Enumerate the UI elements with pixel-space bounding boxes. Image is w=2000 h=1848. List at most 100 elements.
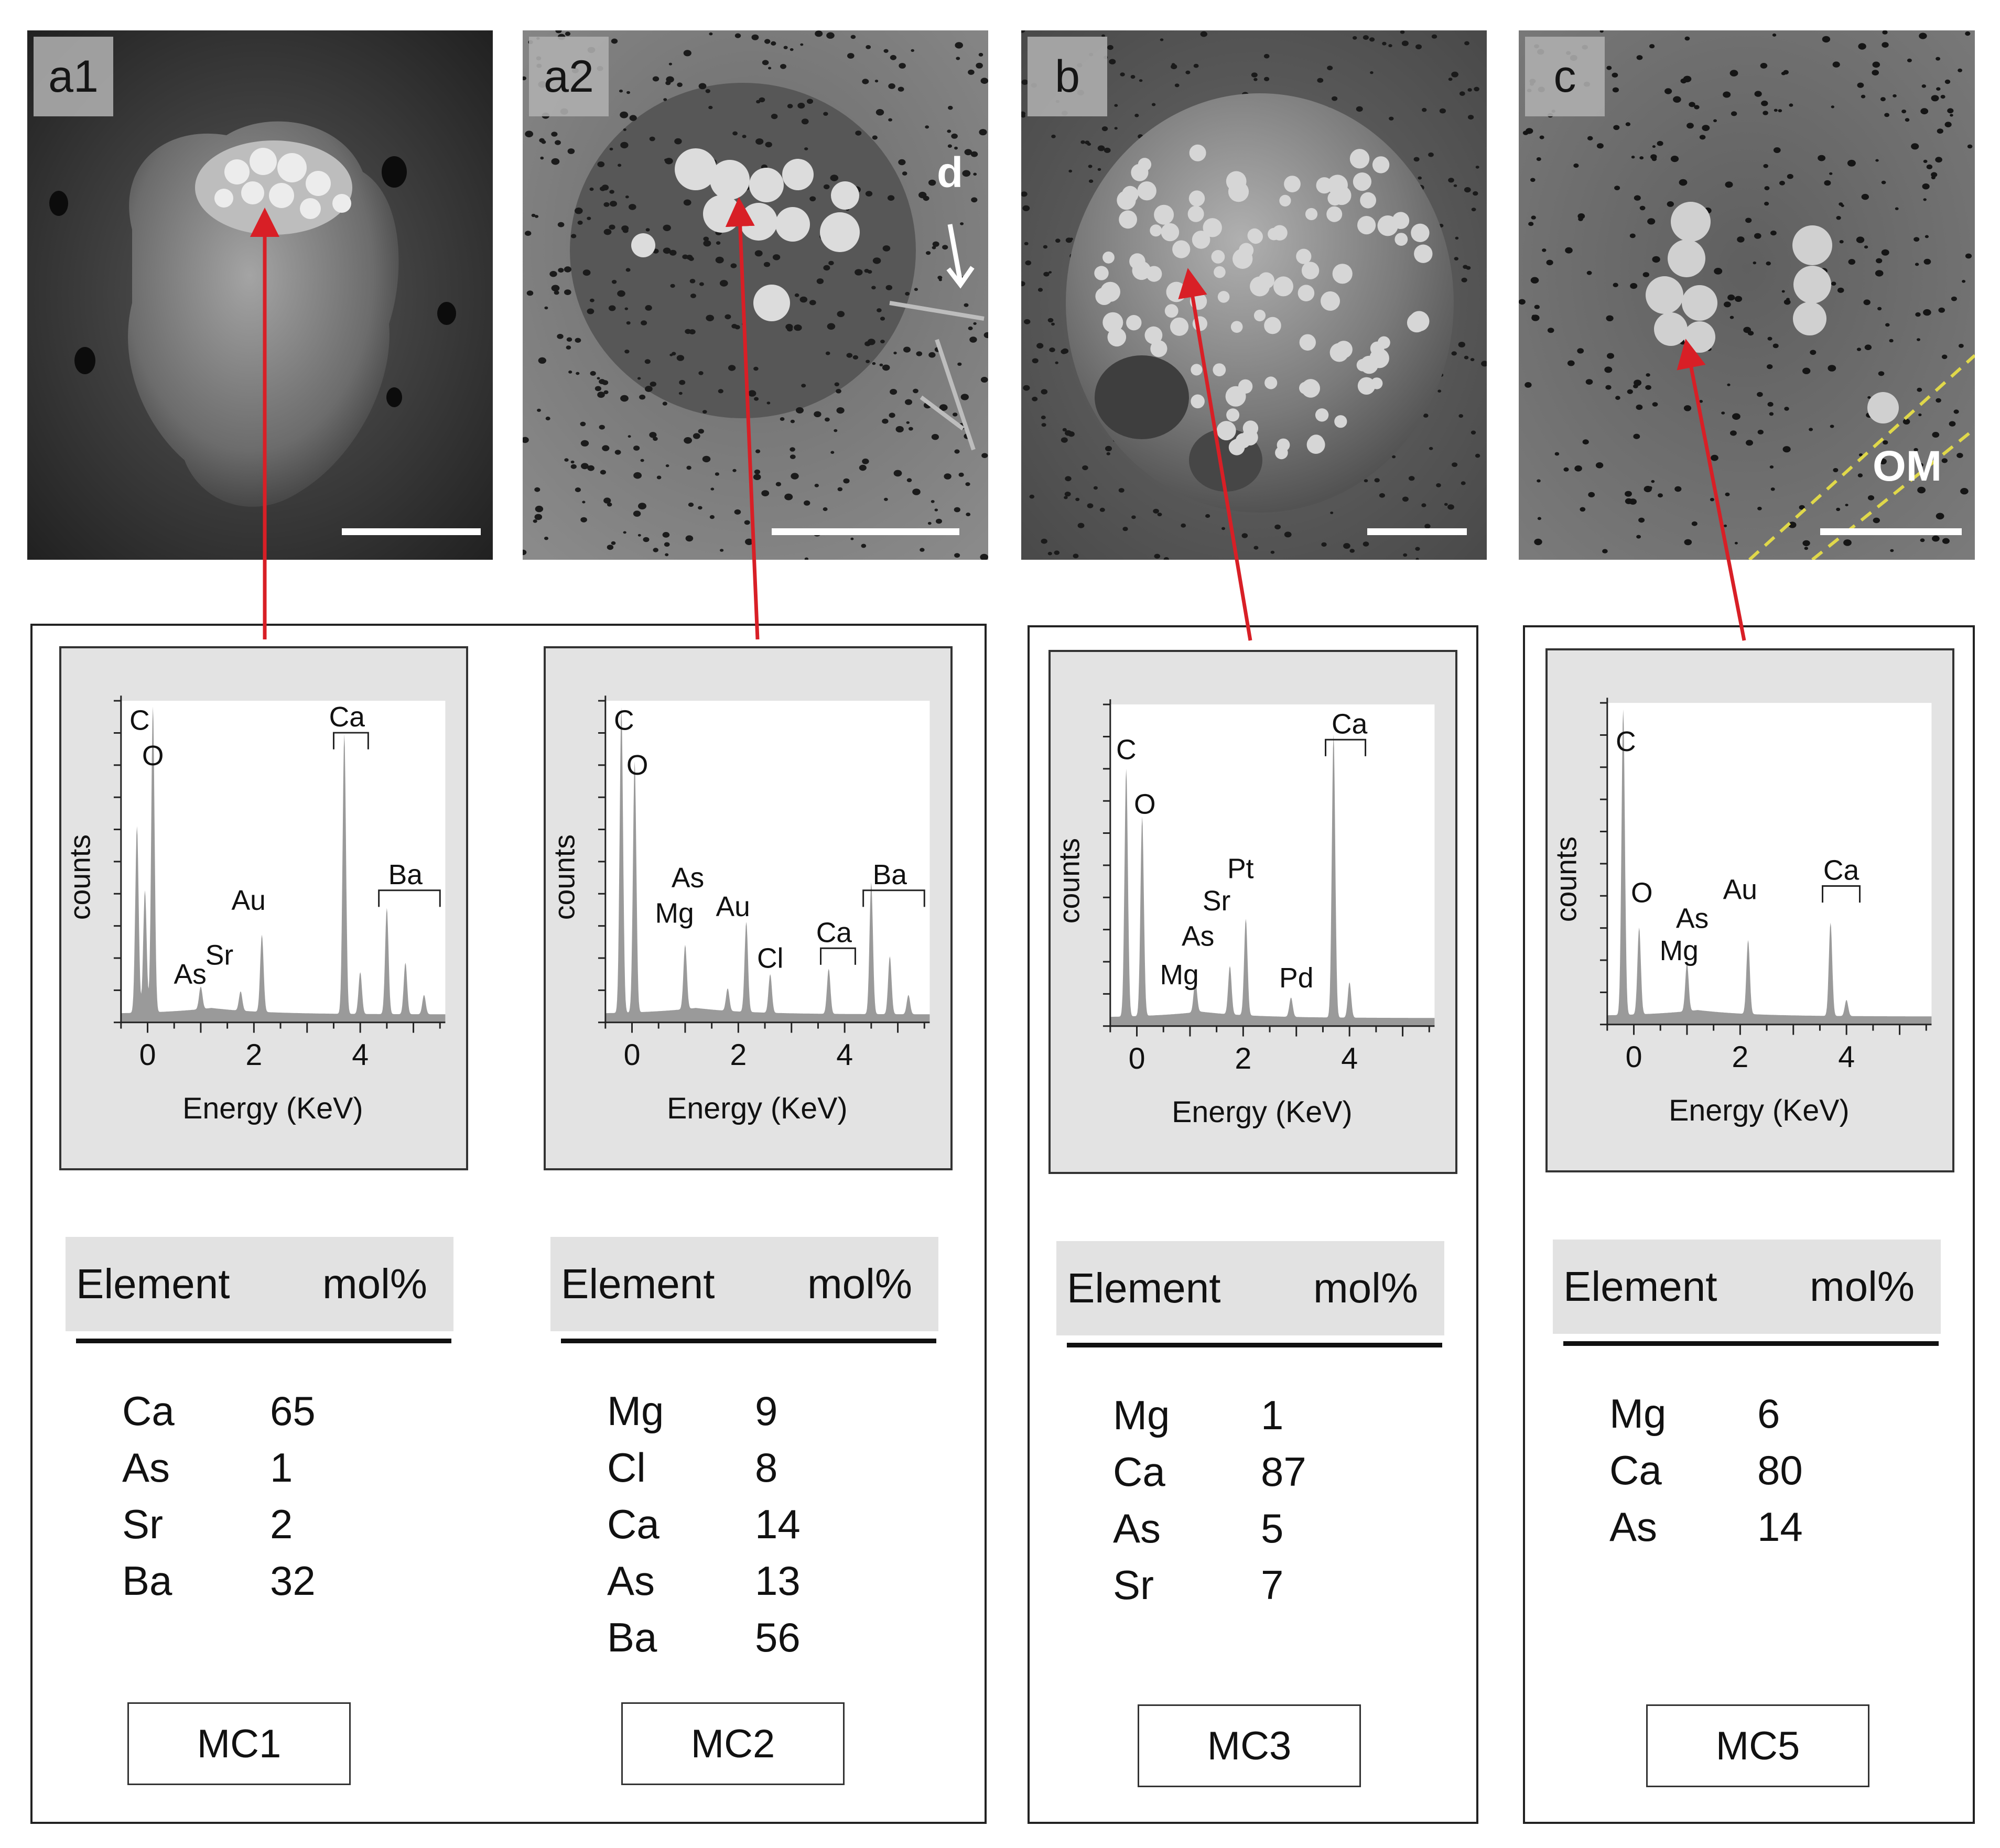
x-tick-label: 0 <box>1129 1042 1145 1075</box>
header-mol-percent: mol% <box>1313 1265 1419 1311</box>
x-tick-label: 2 <box>730 1038 747 1072</box>
header-rule <box>1563 1341 1939 1346</box>
element-cell: Ca <box>1113 1448 1165 1495</box>
peak-label: Sr <box>206 940 233 971</box>
spectrum-area <box>605 707 930 1023</box>
table-row: Ca 65 <box>66 1383 453 1439</box>
spectrum-area <box>121 706 446 1023</box>
y-axis-label: counts <box>1550 836 1582 922</box>
header-element: Element <box>1067 1265 1221 1311</box>
table-row: Cl 8 <box>550 1439 938 1496</box>
x-tick-label: 2 <box>1732 1040 1748 1074</box>
peak-bracket <box>332 732 369 749</box>
x-axis-label: Energy (KeV) <box>182 1092 363 1125</box>
table-row: As 13 <box>550 1552 938 1609</box>
x-tick-label: 4 <box>836 1038 853 1072</box>
header-element: Element <box>76 1260 230 1307</box>
peak-label: C <box>1616 726 1636 757</box>
group-box-b <box>1028 625 1478 1824</box>
element-cell: Ca <box>607 1501 660 1547</box>
element-cell: Mg <box>1609 1390 1667 1437</box>
scale-bar-b <box>1367 528 1467 535</box>
mol-cell: 14 <box>755 1501 801 1547</box>
table-header: Element mol% <box>550 1237 938 1331</box>
x-tick-label: 4 <box>1341 1042 1358 1075</box>
x-axis-label: Energy (KeV) <box>667 1092 847 1125</box>
peak-bracket <box>820 947 856 965</box>
table-header: Element mol% <box>1553 1240 1941 1334</box>
table-row: Ca 14 <box>550 1496 938 1552</box>
peak-label: Mg <box>1660 936 1699 966</box>
peak-label: Ba <box>873 860 907 890</box>
header-element: Element <box>561 1260 715 1307</box>
peak-label: C <box>1116 734 1137 765</box>
element-cell: Ca <box>122 1387 175 1434</box>
peak-label: Au <box>232 885 266 916</box>
x-tick-label: 2 <box>1235 1042 1251 1075</box>
sem-image-b: b <box>1021 30 1487 560</box>
table-header: Element mol% <box>1056 1241 1444 1335</box>
panel-tag-a1: a1 <box>34 37 113 116</box>
table-header: Element mol% <box>66 1237 453 1331</box>
peak-label: C <box>129 705 150 736</box>
mol-cell: 87 <box>1261 1448 1306 1495</box>
table-row: Mg 6 <box>1553 1385 1941 1442</box>
peak-label: As <box>1676 904 1709 934</box>
element-cell: Sr <box>122 1501 163 1547</box>
scale-bar-c <box>1820 528 1962 535</box>
mol-cell: 2 <box>270 1501 293 1547</box>
y-axis-label: counts <box>1053 838 1085 923</box>
peak-label: O <box>1631 878 1653 909</box>
sem-image-c: c OM <box>1519 30 1975 560</box>
table-row: Sr 2 <box>66 1496 453 1552</box>
table-row: Mg 9 <box>550 1383 938 1439</box>
element-cell: As <box>122 1444 170 1491</box>
y-axis-label: counts <box>63 834 96 920</box>
header-element: Element <box>1563 1263 1717 1310</box>
peak-label: Pd <box>1279 963 1313 994</box>
element-cell: Mg <box>607 1387 664 1434</box>
y-axis-label: counts <box>548 834 580 920</box>
plot-area <box>1110 704 1435 1026</box>
peak-label: Ca <box>1823 855 1860 886</box>
mol-cell: 7 <box>1261 1561 1284 1608</box>
table-row: Ca 87 <box>1056 1443 1444 1500</box>
mol-cell: 13 <box>755 1557 801 1604</box>
mol-cell: 6 <box>1757 1390 1780 1437</box>
mol-cell: 9 <box>755 1387 778 1434</box>
x-axis-label: Energy (KeV) <box>1172 1095 1352 1129</box>
peak-label: Ca <box>816 917 852 948</box>
element-cell: Cl <box>607 1444 646 1491</box>
plot-area <box>1607 703 1932 1025</box>
mol-cell: 56 <box>755 1614 801 1660</box>
x-tick-label: 4 <box>352 1038 369 1072</box>
peak-bracket <box>862 889 925 907</box>
peak-bracket <box>378 889 441 907</box>
peak-label: As <box>672 863 704 894</box>
header-mol-percent: mol% <box>807 1260 913 1307</box>
annotation-d: d <box>937 149 964 197</box>
group-box-a <box>30 624 987 1824</box>
mol-cell: 65 <box>270 1387 316 1434</box>
mol-cell: 8 <box>755 1444 778 1491</box>
peak-label: Pt <box>1227 853 1254 884</box>
x-tick-label: 0 <box>1626 1040 1642 1074</box>
cluster-label-mc5: MC5 <box>1646 1704 1869 1787</box>
panel-tag-b: b <box>1028 37 1107 116</box>
element-cell: As <box>607 1557 655 1604</box>
cluster-label-mc1: MC1 <box>127 1702 351 1785</box>
header-rule <box>1067 1343 1442 1347</box>
cluster-label-mc3: MC3 <box>1138 1704 1361 1787</box>
peak-label: As <box>174 959 206 990</box>
